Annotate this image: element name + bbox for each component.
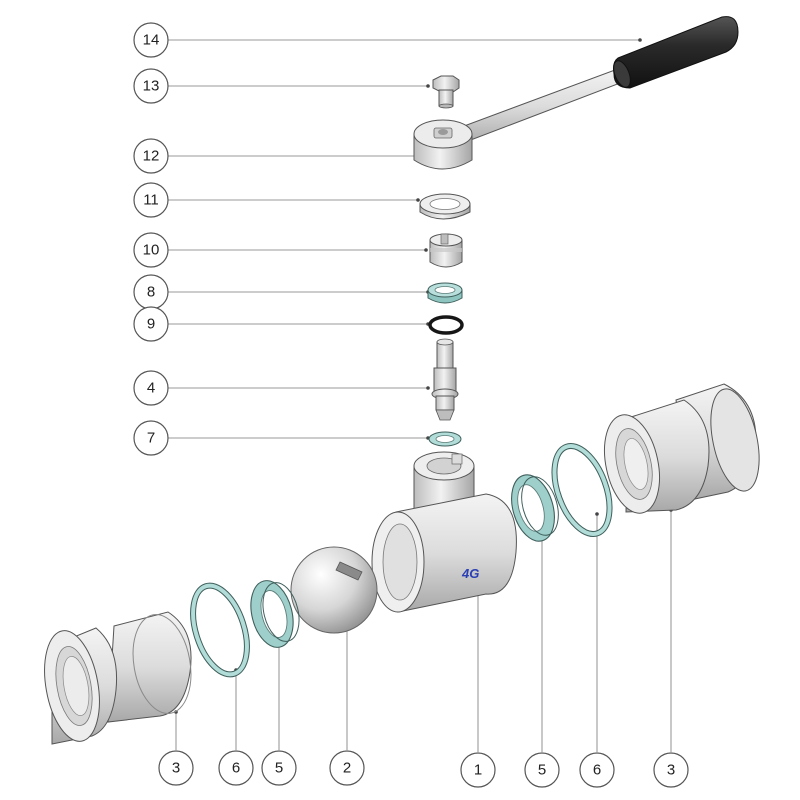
seat-icon-right (511, 474, 559, 542)
svg-text:4: 4 (147, 380, 155, 397)
brand-mark: 4G (461, 566, 479, 581)
callout-7: 7 (133, 420, 169, 456)
svg-text:9: 9 (147, 316, 155, 333)
callout-10: 10 (133, 232, 169, 268)
svg-text:12: 12 (143, 148, 160, 165)
callout-12: 12 (133, 138, 169, 174)
o-ring-icon (428, 315, 464, 335)
svg-text:6: 6 (232, 760, 240, 777)
svg-text:6: 6 (593, 762, 601, 779)
callout-14: 14 (133, 22, 169, 58)
callout-bottom-1: 1 (460, 752, 496, 788)
hex-bolt-icon (432, 75, 460, 109)
svg-text:8: 8 (147, 284, 155, 301)
callout-9: 9 (133, 306, 169, 342)
hub-icon (413, 119, 473, 170)
seat-icon (250, 580, 300, 648)
svg-text:13: 13 (143, 78, 160, 95)
svg-text:7: 7 (147, 430, 155, 447)
callout-4: 4 (133, 370, 169, 406)
svg-text:3: 3 (172, 760, 180, 777)
callouts-left: 14 13 12 11 10 8 9 4 (133, 22, 169, 456)
valve-body-icon: 4G (371, 451, 517, 613)
callout-bottom-5b: 5 (524, 752, 560, 788)
svg-text:11: 11 (143, 192, 159, 209)
callout-bottom-3b: 3 (653, 752, 689, 788)
gland-icon (429, 233, 463, 268)
svg-text:2: 2 (343, 760, 351, 777)
svg-text:14: 14 (143, 32, 160, 49)
callout-bottom-3a: 3 (158, 750, 194, 786)
lever-handle-icon (447, 16, 739, 147)
callout-11: 11 (133, 182, 169, 218)
leader-lines (168, 38, 673, 752)
gasket-icon (190, 582, 250, 678)
svg-text:10: 10 (143, 242, 160, 259)
stem-icon (431, 338, 459, 421)
svg-text:3: 3 (667, 762, 675, 779)
svg-text:5: 5 (275, 760, 283, 777)
seal-ring-icon (427, 282, 463, 304)
gasket-icon-right (551, 443, 613, 537)
union-fitting-icon-right (604, 383, 760, 514)
ball-icon (290, 546, 378, 634)
union-fitting-icon (44, 611, 192, 745)
callout-13: 13 (133, 68, 169, 104)
svg-text:5: 5 (538, 762, 546, 779)
callout-bottom-5a: 5 (261, 750, 297, 786)
callout-bottom-6b: 6 (579, 752, 615, 788)
callout-bottom-6a: 6 (218, 750, 254, 786)
callout-bottom-2: 2 (329, 750, 365, 786)
washer-icon (428, 431, 462, 447)
callouts-bottom: 3 6 5 2 1 5 6 3 (158, 750, 689, 788)
svg-text:1: 1 (474, 762, 482, 779)
callout-8: 8 (133, 274, 169, 310)
nut-icon (419, 193, 471, 220)
